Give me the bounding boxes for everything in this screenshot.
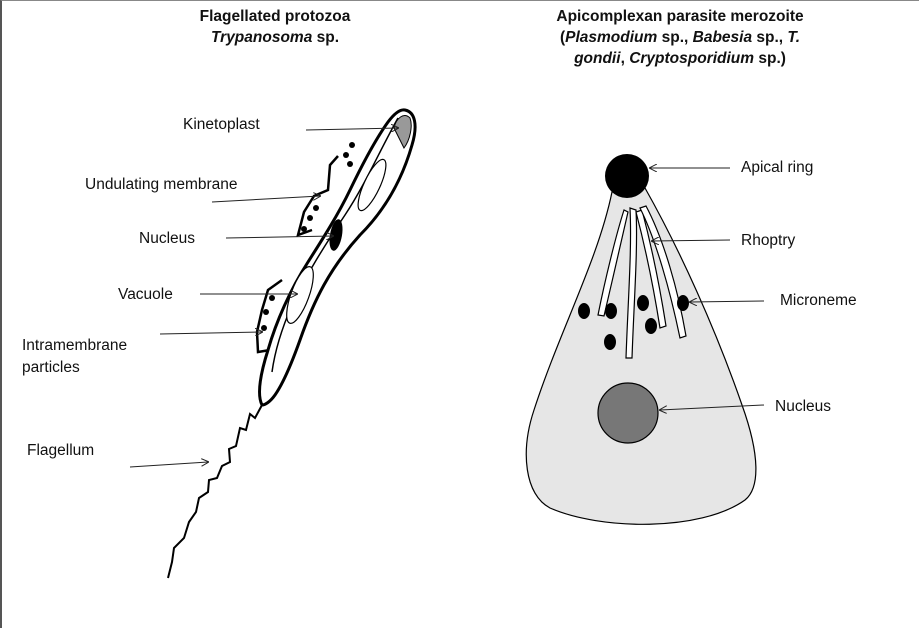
label-undulating-membrane: Undulating membrane — [85, 175, 238, 195]
arrow-nucleus — [226, 236, 333, 238]
merozoite-nucleus — [598, 383, 658, 443]
arrow-flagellum — [130, 462, 208, 467]
label-trypanosoma-nucleus: Nucleus — [139, 229, 195, 249]
label-apical-ring: Apical ring — [741, 158, 813, 178]
flagellum — [168, 405, 262, 578]
label-kinetoplast: Kinetoplast — [183, 115, 260, 135]
label-vacuole: Vacuole — [118, 285, 173, 305]
label-merozoite-nucleus: Nucleus — [775, 397, 831, 417]
label-microneme: Microneme — [780, 291, 857, 311]
label-flagellum: Flagellum — [27, 441, 94, 461]
arrow-intramembrane — [160, 332, 262, 334]
trypanosoma-body — [260, 110, 416, 405]
arrow-undulating-membrane — [212, 196, 320, 202]
label-intramembrane-line2: particles — [22, 358, 80, 378]
label-intramembrane-line1: Intramembrane — [22, 336, 127, 356]
merozoite-body — [526, 188, 756, 524]
merozoite-cell — [526, 154, 756, 524]
apical-ring — [605, 154, 649, 198]
label-rhoptry: Rhoptry — [741, 231, 795, 251]
